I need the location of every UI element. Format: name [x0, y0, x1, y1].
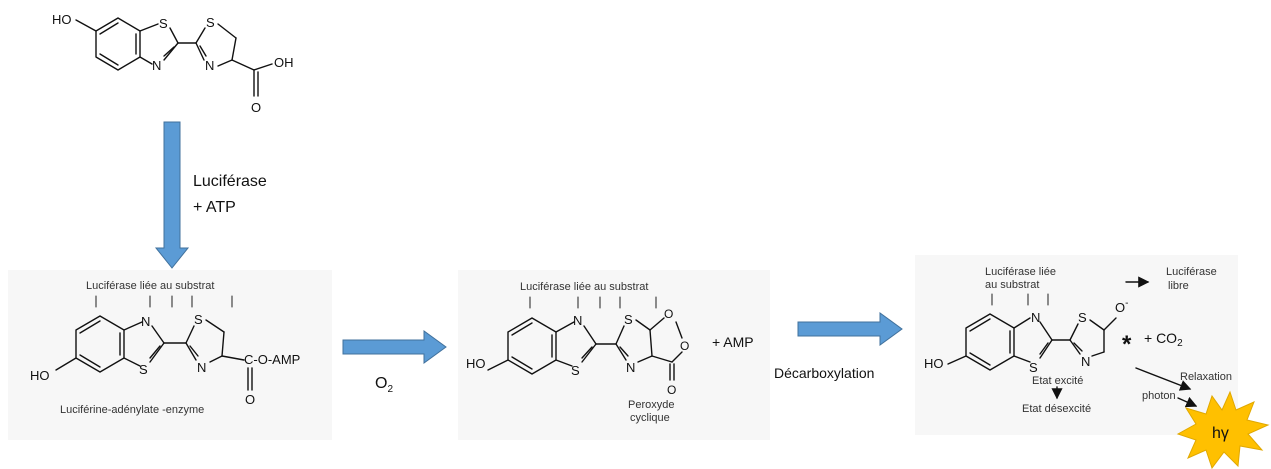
cofactor-label: + ATP	[193, 199, 236, 216]
atom-o-minus: O-	[1115, 298, 1128, 315]
atom-n2-1: N	[197, 360, 206, 375]
panel-peroxide	[458, 270, 770, 440]
bound-label-3a: Luciférase liée	[985, 266, 1056, 278]
photon-starburst: hγ	[1176, 390, 1270, 469]
atom-n1-1: N	[141, 314, 150, 329]
atom-s2: S	[206, 15, 215, 30]
bound-label-2: Luciférase liée au substrat	[520, 281, 648, 293]
atom-o: O	[251, 100, 261, 115]
atom-ho-3: HO	[924, 356, 944, 371]
step1-arrow	[154, 121, 190, 269]
adenylate-molecule: Luciférase liée au substrat HO N S S N C…	[30, 280, 300, 416]
bound-label-1: Luciférase liée au substrat	[86, 280, 214, 292]
atom-n2-3: N	[1081, 354, 1090, 369]
adenylate-caption: Luciférine-adénylate -enzyme	[60, 404, 204, 416]
byproduct-amp: + AMP	[712, 334, 754, 350]
step2-arrow	[342, 330, 447, 364]
peroxide-molecule: Luciférase liée au substrat HO N S S N O	[466, 281, 754, 424]
peroxide-caption-2: cyclique	[630, 412, 670, 424]
co2-label: + CO2	[1144, 330, 1183, 349]
excited-marker: *	[1122, 331, 1132, 358]
atom-s2-1: S	[194, 312, 203, 327]
atom-s1-1: S	[139, 362, 148, 377]
free-label-2: libre	[1168, 280, 1189, 292]
atom-n2-2: N	[626, 360, 635, 375]
atom-n1-2: N	[573, 313, 582, 328]
atom-o1-2: O	[664, 307, 673, 321]
atom-o-1: O	[245, 392, 255, 407]
free-label-1: Luciférase	[1166, 266, 1217, 278]
atom-ho-2: HO	[466, 356, 486, 371]
atom-n1-3: N	[1031, 310, 1040, 325]
atom-s1: S	[159, 16, 168, 31]
oxyluciferin-molecule: Luciférase liée au substrat Luciférase l…	[924, 266, 1232, 415]
panel-adenylate	[8, 270, 332, 440]
enzyme-label: Luciférase	[193, 173, 267, 190]
atom-s1-3: S	[1029, 360, 1038, 375]
reagent-o2: O2	[375, 375, 393, 395]
relaxation-label: Relaxation	[1180, 371, 1232, 383]
atom-c-o-amp: C-O-AMP	[244, 352, 300, 367]
atom-o2-2: O	[680, 339, 689, 353]
atom-s2-2: S	[624, 312, 633, 327]
photon-symbol: hγ	[1212, 425, 1229, 442]
excited-state-label: Etat excité	[1032, 375, 1083, 387]
decarboxylation-label: Décarboxylation	[774, 365, 874, 381]
ground-state-label: Etat désexcité	[1022, 403, 1091, 415]
atom-n1: N	[152, 58, 161, 73]
bound-label-3b: au substrat	[985, 279, 1039, 291]
atom-s1-2: S	[571, 363, 580, 378]
peroxide-caption-1: Peroxyde	[628, 399, 674, 411]
atom-ho-1: HO	[30, 368, 50, 383]
step3-arrow	[797, 312, 903, 346]
photon-label: photon	[1142, 390, 1176, 402]
luciferin-molecule: HO S N S N OH O	[52, 12, 294, 115]
atom-oh: OH	[274, 55, 294, 70]
atom-ho: HO	[52, 12, 72, 27]
atom-n2: N	[205, 58, 214, 73]
atom-o3-2: O	[667, 383, 676, 397]
atom-s2-3: S	[1078, 310, 1087, 325]
